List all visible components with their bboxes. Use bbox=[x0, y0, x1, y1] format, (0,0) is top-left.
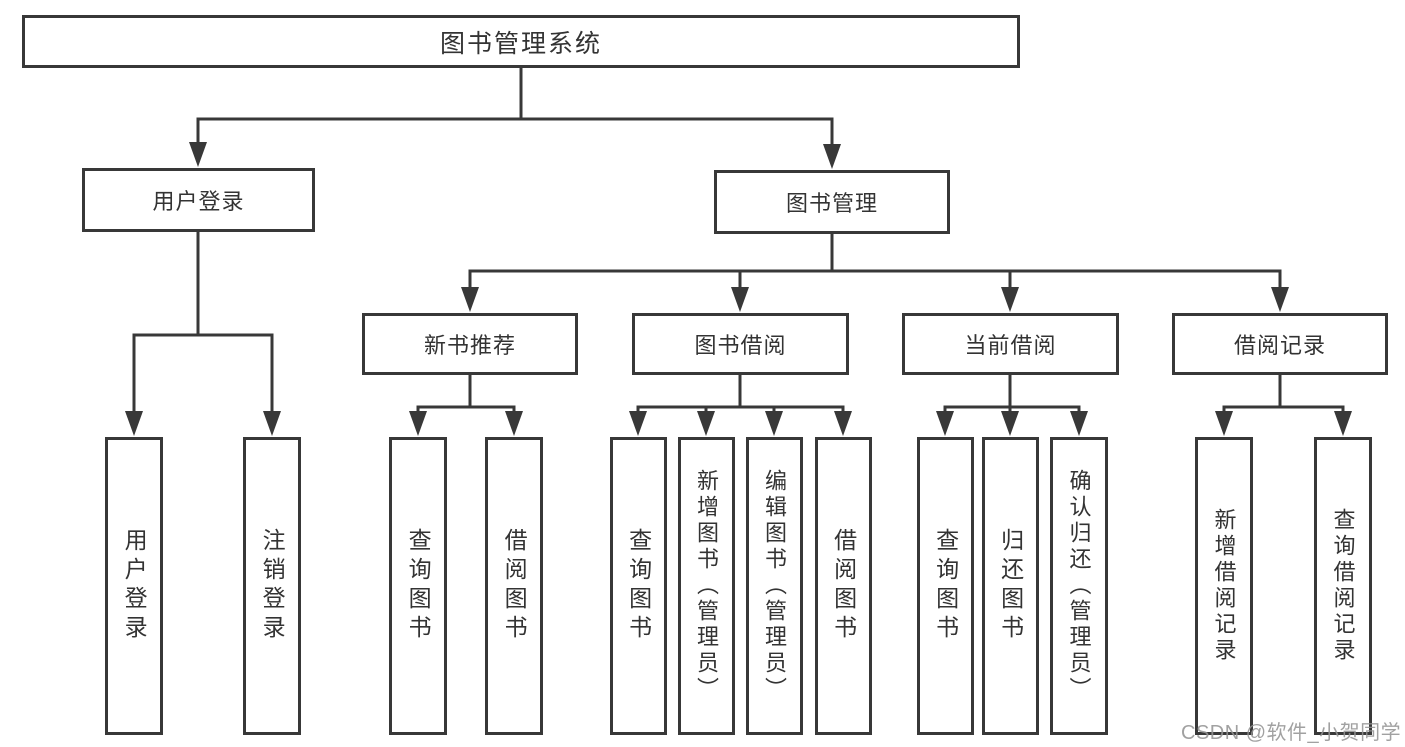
node-root: 图书管理系统 bbox=[22, 15, 1020, 68]
node-book-management-label: 图书管理 bbox=[785, 191, 878, 216]
node-new-book-recommend: 新书推荐 bbox=[362, 313, 578, 375]
arrowhead bbox=[125, 411, 143, 436]
edge-borrowrecords-to-leaves bbox=[1222, 375, 1345, 413]
leaf-user-login-label: 用户登录 bbox=[121, 528, 148, 644]
arrowhead bbox=[1001, 411, 1019, 436]
arrowhead bbox=[505, 411, 523, 436]
leaf-query-books-3-label: 查询图书 bbox=[932, 528, 959, 644]
node-borrow-records-label: 借阅记录 bbox=[1233, 333, 1326, 358]
edge-newbooks-to-leaves bbox=[416, 375, 516, 413]
leaf-edit-books-admin: 编辑图书（管理员） bbox=[746, 437, 803, 735]
edge-currentborrow-to-leaves bbox=[943, 375, 1081, 413]
arrowhead bbox=[936, 411, 954, 436]
leaf-query-borrow-record: 查询借阅记录 bbox=[1314, 437, 1372, 735]
node-root-label: 图书管理系统 bbox=[439, 29, 602, 58]
arrowhead bbox=[409, 411, 427, 436]
leaf-return-books-label: 归还图书 bbox=[997, 528, 1024, 644]
leaf-borrow-books-1-label: 借阅图书 bbox=[501, 528, 528, 644]
leaf-borrow-books-2-label: 借阅图书 bbox=[830, 528, 857, 644]
arrowhead bbox=[834, 411, 852, 436]
leaf-return-books: 归还图书 bbox=[982, 437, 1039, 735]
leaf-query-books-1: 查询图书 bbox=[389, 437, 447, 735]
node-book-management: 图书管理 bbox=[714, 170, 950, 234]
leaf-query-books-3: 查询图书 bbox=[917, 437, 974, 735]
node-current-borrow: 当前借阅 bbox=[902, 313, 1119, 375]
node-book-borrow: 图书借阅 bbox=[632, 313, 849, 375]
leaf-confirm-return-admin-label: 确认归还（管理员） bbox=[1066, 469, 1092, 703]
leaf-query-borrow-record-label: 查询借阅记录 bbox=[1330, 508, 1356, 664]
node-borrow-records: 借阅记录 bbox=[1172, 313, 1388, 375]
leaf-logout: 注销登录 bbox=[243, 437, 301, 735]
arrowhead bbox=[263, 411, 281, 436]
arrowhead bbox=[1271, 287, 1289, 312]
leaf-add-borrow-record: 新增借阅记录 bbox=[1195, 437, 1253, 735]
leaf-add-books-admin: 新增图书（管理员） bbox=[678, 437, 735, 735]
edge-bookmgmt-to-modules bbox=[468, 234, 1282, 290]
edge-root-to-level2 bbox=[196, 67, 834, 146]
leaf-borrow-books-2: 借阅图书 bbox=[815, 437, 872, 735]
arrowhead bbox=[765, 411, 783, 436]
arrowhead bbox=[731, 287, 749, 312]
leaf-query-books-2: 查询图书 bbox=[610, 437, 667, 735]
leaf-add-books-admin-label: 新增图书（管理员） bbox=[694, 469, 720, 703]
edge-userlogin-to-leaves bbox=[132, 232, 274, 413]
node-new-book-recommend-label: 新书推荐 bbox=[423, 333, 516, 358]
arrowhead bbox=[1334, 411, 1352, 436]
arrowhead bbox=[629, 411, 647, 436]
leaf-user-login: 用户登录 bbox=[105, 437, 163, 735]
node-user-login: 用户登录 bbox=[82, 168, 315, 232]
arrowhead-group bbox=[125, 142, 1352, 436]
leaf-query-books-1-label: 查询图书 bbox=[405, 528, 432, 644]
arrowhead bbox=[823, 144, 841, 169]
csdn-watermark: CSDN @软件_小贺同学 bbox=[1181, 722, 1402, 744]
arrowhead bbox=[1001, 287, 1019, 312]
leaf-add-borrow-record-label: 新增借阅记录 bbox=[1211, 508, 1237, 664]
edge-group bbox=[132, 67, 1345, 413]
arrowhead bbox=[1070, 411, 1088, 436]
arrowhead bbox=[461, 287, 479, 312]
leaf-logout-label: 注销登录 bbox=[259, 528, 286, 644]
arrowhead bbox=[189, 142, 207, 167]
leaf-confirm-return-admin: 确认归还（管理员） bbox=[1050, 437, 1108, 735]
arrowhead bbox=[1215, 411, 1233, 436]
node-user-login-label: 用户登录 bbox=[152, 189, 245, 214]
node-book-borrow-label: 图书借阅 bbox=[694, 333, 787, 358]
node-current-borrow-label: 当前借阅 bbox=[964, 333, 1057, 358]
leaf-query-books-2-label: 查询图书 bbox=[625, 528, 652, 644]
edge-bookborrow-to-leaves bbox=[636, 375, 845, 413]
leaf-borrow-books-1: 借阅图书 bbox=[485, 437, 543, 735]
leaf-edit-books-admin-label: 编辑图书（管理员） bbox=[762, 469, 788, 703]
arrowhead bbox=[697, 411, 715, 436]
